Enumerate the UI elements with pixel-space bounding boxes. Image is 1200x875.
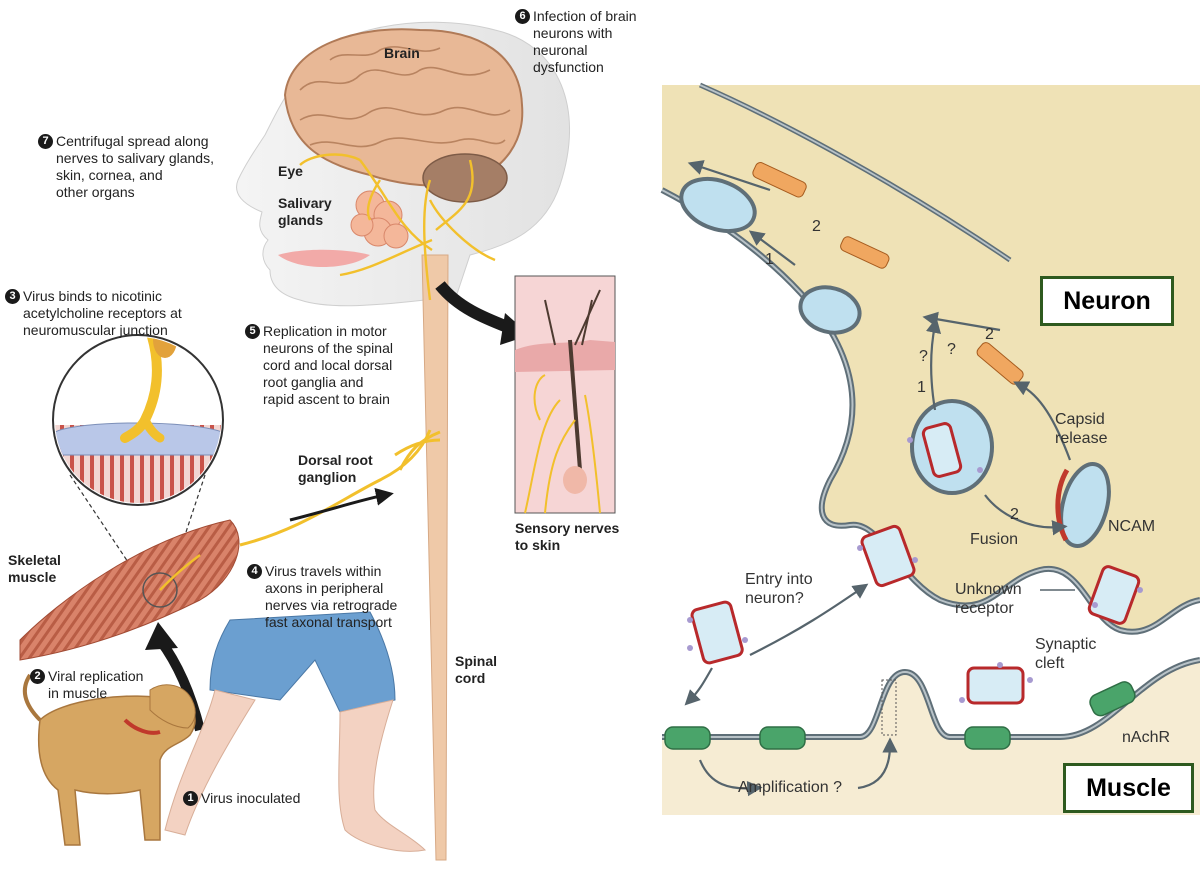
ncam-label: NCAM bbox=[1108, 518, 1156, 535]
step-2: 2 Viral replication in muscle bbox=[30, 668, 180, 702]
step-3-number: 3 bbox=[5, 289, 20, 304]
synaptic-cleft-label: Synaptic cleft bbox=[1035, 636, 1097, 672]
step-7-text: Centrifugal spread along nerves to saliv… bbox=[56, 133, 214, 200]
path-2-lower: 2 bbox=[985, 326, 994, 343]
step-6-text: Infection of brain neurons with neuronal… bbox=[533, 8, 637, 75]
step-1-text: Virus inoculated bbox=[201, 790, 301, 806]
nachr-receptors bbox=[664, 681, 1136, 750]
step-7-number: 7 bbox=[38, 134, 53, 149]
step-7: 7 Centrifugal spread along nerves to sal… bbox=[38, 133, 248, 201]
capsid-release-label: Capsid release bbox=[1055, 411, 1108, 447]
step-1: 1 Virus inoculated bbox=[183, 790, 353, 807]
unknown-receptor-label: Unknown receptor bbox=[955, 581, 1022, 617]
step-5-number: 5 bbox=[245, 324, 260, 339]
skeletal-muscle-label: Skeletal muscle bbox=[8, 552, 61, 585]
neuron-box: Neuron bbox=[1040, 276, 1174, 326]
skeletal-muscle-shape bbox=[19, 519, 240, 661]
brain-label: Brain bbox=[384, 45, 420, 61]
sensory-nerves-label: Sensory nerves to skin bbox=[515, 520, 620, 553]
entry-label: Entry into neuron? bbox=[745, 571, 813, 607]
salivary-glands-label: Salivary glands bbox=[278, 195, 332, 228]
amplification-label: Amplification ? bbox=[738, 779, 843, 796]
step-3-text: Virus binds to nicotinic acetylcholine r… bbox=[23, 288, 182, 338]
fusion-label: Fusion bbox=[970, 531, 1019, 548]
step-2-number: 2 bbox=[30, 669, 45, 684]
brain-shape bbox=[283, 28, 524, 187]
path-1-upper: 1 bbox=[765, 251, 774, 268]
path-1-lower: 1 bbox=[917, 379, 926, 396]
step-3: 3 Virus binds to nicotinic acetylcholine… bbox=[5, 288, 225, 339]
step-4: 4 Virus travels within axons in peripher… bbox=[247, 563, 447, 631]
step-5-text: Replication in motor neurons of the spin… bbox=[263, 323, 393, 407]
spinal-cord-shape bbox=[421, 254, 449, 861]
mouth-shape bbox=[278, 249, 370, 268]
dorsal-root-ganglion-label: Dorsal root ganglion bbox=[298, 452, 373, 485]
nachr-label: nAchR bbox=[1122, 729, 1171, 746]
dog-shape bbox=[22, 673, 196, 846]
step-2-text: Viral replication in muscle bbox=[48, 668, 144, 701]
step-6: 6 Infection of brain neurons with neuron… bbox=[515, 8, 665, 76]
path-2-upper: 2 bbox=[812, 218, 821, 235]
step-4-text: Virus travels within axons in peripheral… bbox=[265, 563, 398, 630]
question-1: ? bbox=[919, 348, 928, 365]
salivary-glands-shape bbox=[350, 190, 409, 249]
question-2: ? bbox=[947, 341, 956, 358]
path-2-fusion: 2 bbox=[1010, 506, 1019, 523]
step-5: 5 Replication in motor neurons of the sp… bbox=[245, 323, 445, 408]
step-6-number: 6 bbox=[515, 9, 530, 24]
eye-label: Eye bbox=[278, 163, 303, 179]
step-4-number: 4 bbox=[247, 564, 262, 579]
step-1-number: 1 bbox=[183, 791, 198, 806]
capsids bbox=[752, 162, 1024, 385]
skin-inset bbox=[514, 275, 616, 514]
arrow-to-drg bbox=[289, 487, 394, 522]
muscle-box: Muscle bbox=[1063, 763, 1194, 813]
virions bbox=[690, 422, 1141, 705]
spinal-cord-label: Spinal cord bbox=[455, 653, 498, 686]
